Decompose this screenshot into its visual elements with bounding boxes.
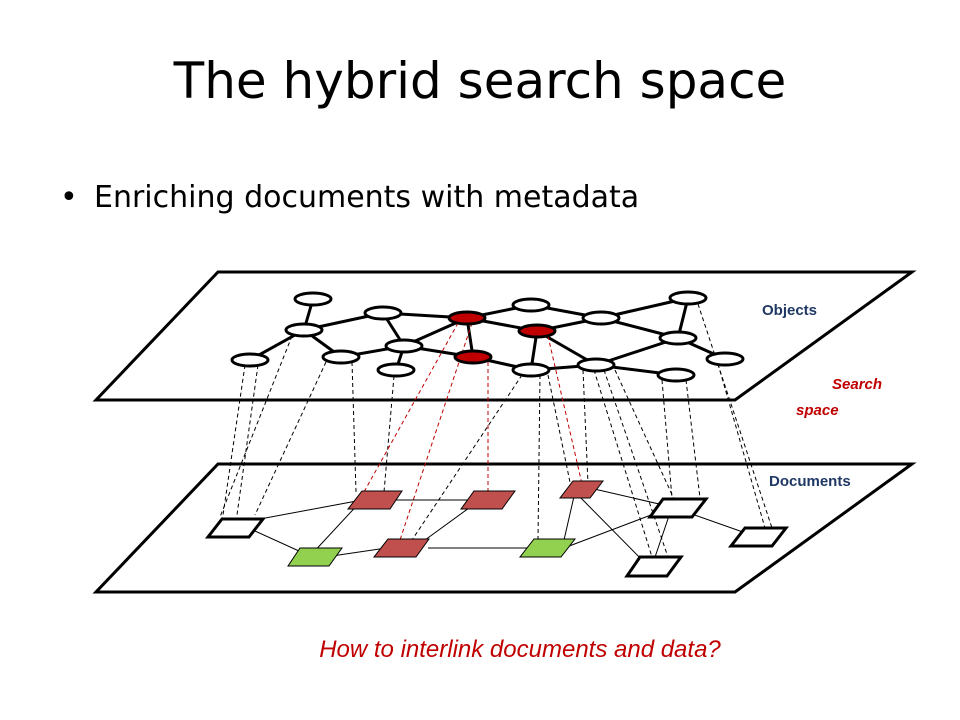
document-node — [647, 497, 710, 519]
highlighted-object-node — [453, 349, 493, 365]
object-node — [363, 305, 403, 321]
document-nodes — [204, 497, 790, 578]
object-node — [668, 290, 708, 306]
green-document-node — [518, 538, 577, 558]
red-document-nodes — [346, 480, 605, 558]
object-node — [284, 322, 324, 338]
bullet-text: Enriching documents with metadata — [94, 180, 640, 215]
object-node — [293, 291, 333, 307]
green-document-nodes — [287, 538, 577, 567]
object-node — [376, 362, 416, 378]
red-document-node — [460, 490, 516, 510]
object-node — [511, 297, 551, 313]
documents-label: Documents — [769, 473, 851, 490]
object-node — [511, 362, 551, 378]
document-node — [624, 555, 684, 578]
object-node — [658, 330, 698, 346]
question-text: How to interlink documents and data? — [319, 636, 721, 663]
object-node — [576, 357, 616, 373]
object-node — [384, 338, 424, 354]
object-node — [581, 310, 621, 326]
object-nodes — [230, 290, 745, 383]
red-document-node — [558, 480, 605, 499]
red-document-node — [372, 538, 430, 558]
objects-label: Objects — [762, 302, 817, 319]
object-node — [230, 352, 270, 368]
document-node — [727, 526, 790, 548]
search-space-label-line2: space — [796, 402, 839, 419]
objects-plane — [92, 270, 917, 402]
slide-title: The hybrid search space — [173, 52, 787, 110]
highlighted-object-node — [517, 323, 557, 339]
object-node — [321, 349, 361, 365]
highlighted-object-node — [447, 310, 487, 326]
green-document-node — [287, 547, 343, 567]
object-node — [656, 367, 696, 383]
red-document-node — [346, 490, 403, 510]
search-space-label-line1: Search — [832, 376, 882, 393]
object-node — [705, 351, 745, 367]
projection-lines-black — [219, 303, 773, 558]
bullet-item: Enriching documents with metadata — [60, 180, 639, 215]
document-node — [204, 517, 267, 539]
